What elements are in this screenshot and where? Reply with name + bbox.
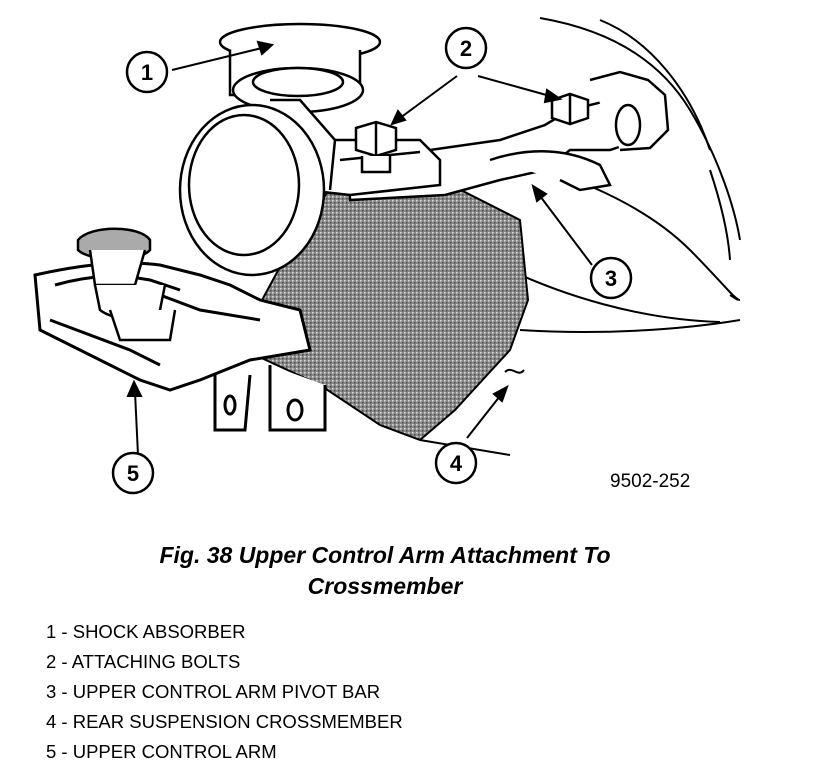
legend-item-5: 5 - UPPER CONTROL ARM [46,741,277,762]
callout-2: 2 [444,26,488,70]
callout-1-number: 1 [141,60,153,85]
legend-item-4: 4 - REAR SUSPENSION CROSSMEMBER [46,711,403,732]
figure-caption-line-1: Fig. 38 Upper Control Arm Attachment To [159,542,611,568]
callout-1: 1 [125,50,169,94]
technical-illustration: 1 2 3 4 5 9502-252 [33,17,741,495]
shock-absorber [178,22,382,277]
legend-list: 1 - SHOCK ABSORBER 2 - ATTACHING BOLTS 3… [46,617,403,767]
callout-4-number: 4 [450,451,463,476]
figure-caption-line-2: Crossmember [307,573,463,599]
legend-item-1: 1 - SHOCK ABSORBER [46,621,246,642]
attaching-bolt-left [354,120,398,174]
callout-3: 3 [589,256,633,300]
figure-code: 9502-252 [610,471,690,492]
attaching-bolt-right [550,92,590,126]
ball-joint [76,227,177,342]
callout-3-number: 3 [605,266,617,291]
callout-5: 5 [111,451,155,495]
callout-4: 4 [434,441,478,485]
legend-item-3: 3 - UPPER CONTROL ARM PIVOT BAR [46,681,381,702]
callout-2-number: 2 [460,36,472,61]
callout-5-number: 5 [127,461,139,486]
leader-lines [126,40,593,456]
legend-item-2: 2 - ATTACHING BOLTS [46,651,241,672]
